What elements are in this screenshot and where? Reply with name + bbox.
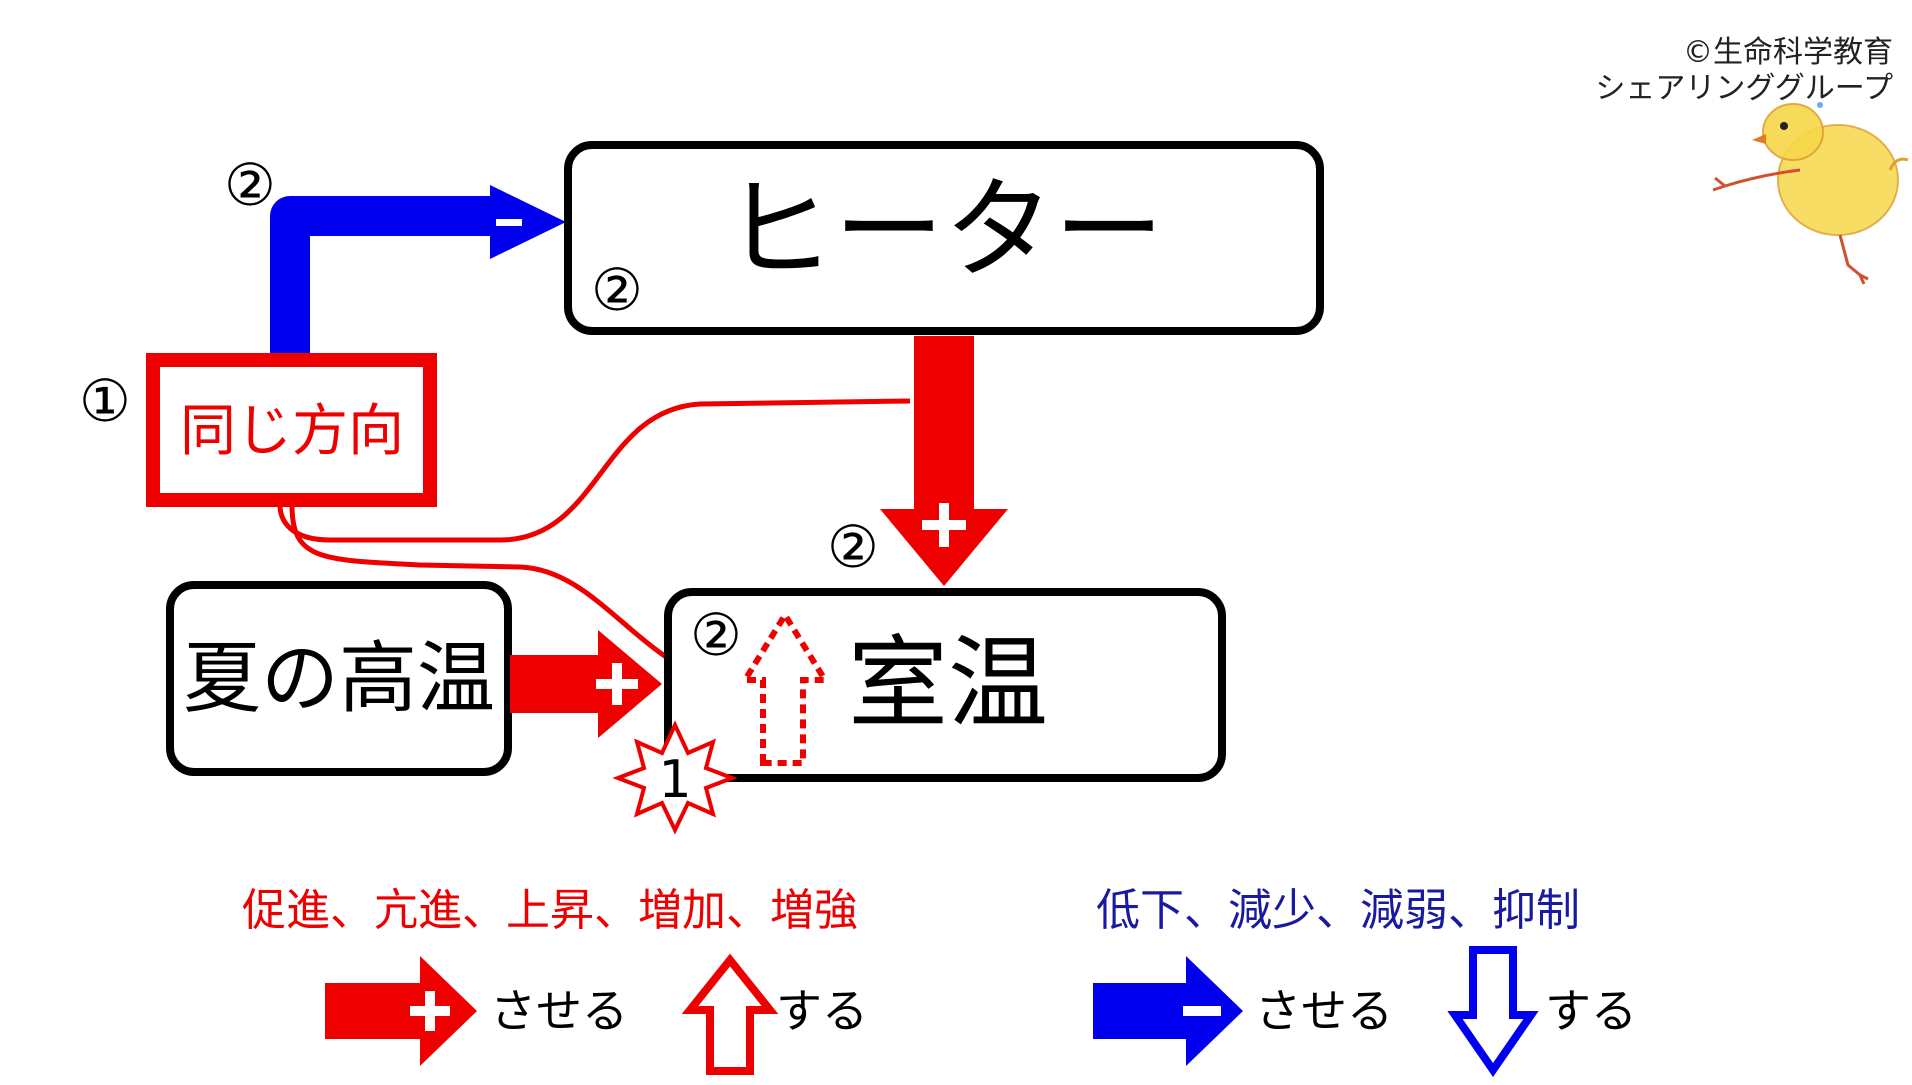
dashed-increase-arrow-icon	[739, 609, 831, 766]
blue-minus-feedback-arrow	[270, 185, 566, 360]
legend-red-do: する	[776, 984, 868, 1038]
heater-node: ヒーター ②	[564, 141, 1324, 335]
heater-arrow-step-marker: ②	[827, 513, 879, 581]
room-temp-step-marker: ②	[690, 601, 742, 669]
room-temp-label: 室温	[848, 625, 1048, 742]
minus-sign-icon	[496, 219, 522, 226]
legend-blue-minus-arrow-icon	[1093, 956, 1243, 1066]
heater-step-marker: ②	[591, 256, 643, 324]
legend-red-plus-arrow-icon	[325, 956, 477, 1066]
plus-sign-icon	[596, 663, 638, 705]
summer-heat-label: 夏の高温	[183, 634, 495, 724]
same-direction-node: 同じ方向 ①	[79, 353, 437, 507]
red-heater-to-room-arrow: ②	[827, 336, 1008, 586]
room-temp-node: 室温 ②	[664, 588, 1226, 782]
legend-red-terms: 促進、亢進、上昇、増加、増強	[242, 885, 858, 936]
star-step-number: 1	[658, 750, 691, 810]
copyright-line1: ©生命科学教育	[1683, 35, 1893, 70]
chick-illustration-icon	[1712, 102, 1909, 285]
top-left-step-marker: ②	[224, 151, 276, 219]
legend-blue-do: する	[1545, 984, 1637, 1038]
legend-blue-terms: 低下、減少、減弱、抑制	[1096, 885, 1580, 936]
legend-red-make-do: させる	[490, 984, 628, 1038]
same-direction-label: 同じ方向	[180, 399, 404, 464]
star-step-marker: 1	[612, 720, 738, 835]
legend-red-up-arrow-icon	[681, 953, 779, 1075]
red-summer-to-room-arrow	[510, 630, 662, 738]
summer-heat-node: 夏の高温	[166, 581, 512, 776]
heater-label: ヒーター	[724, 166, 1164, 294]
plus-sign-icon	[922, 503, 966, 547]
copyright-line2: シェアリンググループ	[1595, 71, 1893, 106]
same-direction-step-marker: ①	[79, 367, 131, 435]
legend-blue-make-do: させる	[1255, 984, 1393, 1038]
legend-blue-down-arrow-icon	[1447, 946, 1539, 1078]
